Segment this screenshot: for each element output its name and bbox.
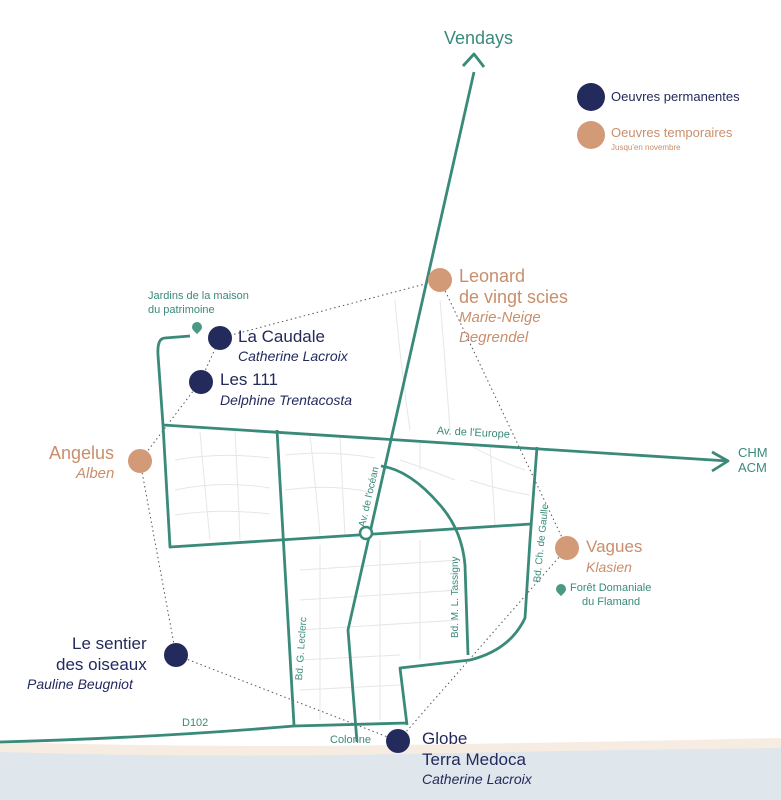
artwork-artist-vagues: Klasien	[586, 559, 632, 575]
destination-chm: CHM	[738, 445, 768, 460]
artwork-artist-les-111: Delphine Trentacosta	[220, 392, 353, 408]
artwork-artist-leonard: Marie-Neige	[459, 309, 541, 326]
artwork-title-sentier: Le sentier	[72, 634, 147, 653]
artwork-artist-angelus: Alben	[76, 465, 115, 482]
main-roads	[0, 52, 730, 744]
marker-vagues[interactable]	[555, 536, 579, 560]
legend-temporary-dot	[577, 121, 605, 149]
destination-vendays: Vendays	[444, 28, 514, 48]
artwork-title-globe: Globe	[422, 729, 468, 748]
artwork-artist-sentier: Pauline Beugniot	[27, 676, 133, 692]
street-d102: D102	[182, 717, 209, 729]
roundabout	[358, 525, 374, 541]
artwork-artist-leonard-2: Degrendel	[459, 329, 529, 346]
artwork-title-la-caudale: La Caudale	[238, 327, 325, 346]
place-jardins-2: du patrimoine	[148, 304, 215, 316]
legend-permanent-dot	[577, 83, 605, 111]
artwork-title-leonard: Leonard	[459, 266, 526, 286]
legend-temporary-note: Jusqu'en novembre	[611, 143, 681, 152]
marker-angelus[interactable]	[128, 449, 152, 473]
marker-leonard[interactable]	[428, 268, 452, 292]
artwork-title-angelus: Angelus	[49, 443, 115, 463]
artwork-title-leonard-2: de vingt scies	[459, 287, 569, 307]
marker-sentier[interactable]	[164, 643, 188, 667]
minor-streets	[174, 299, 531, 720]
artwork-artist-la-caudale: Catherine Lacroix	[238, 348, 348, 364]
sea	[0, 748, 781, 800]
destination-acm: ACM	[738, 460, 767, 475]
artwork-artist-globe: Catherine Lacroix	[422, 771, 532, 787]
place-foret: Forêt Domaniale	[570, 582, 652, 594]
marker-globe[interactable]	[386, 729, 410, 753]
legend-temporary-label: Oeuvres temporaires	[611, 125, 733, 140]
marker-les-111[interactable]	[189, 370, 213, 394]
legend-permanent-label: Oeuvres permanentes	[611, 89, 740, 104]
walking-route	[139, 279, 568, 742]
place-colonne: Colonne	[330, 734, 371, 746]
place-foret-2: du Flamand	[582, 596, 641, 608]
artwork-title-les-111: Les 111	[220, 370, 278, 389]
place-jardins: Jardins de la maison	[148, 290, 249, 302]
artwork-title-vagues: Vagues	[586, 537, 643, 556]
artwork-title-globe-2: Terra Medoca	[422, 750, 526, 769]
street-tassigny: Bd. M. L. Tassigny	[450, 556, 461, 638]
artwork-title-sentier-2: des oiseaux	[56, 655, 147, 674]
marker-la-caudale[interactable]	[208, 326, 232, 350]
